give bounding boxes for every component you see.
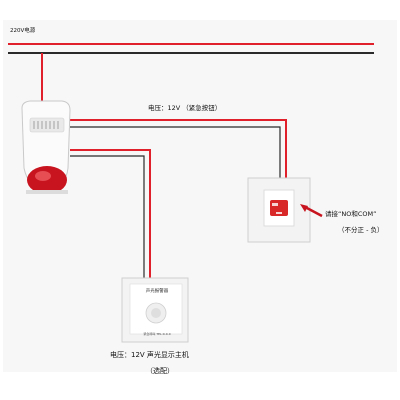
- host-panel-title: 声光报警器: [145, 289, 169, 294]
- pointer-arrow-head: [300, 204, 308, 212]
- siren-button-wire-a: [70, 119, 287, 182]
- emergency-button-icon: [247, 177, 311, 243]
- sound-light-host-icon: [121, 277, 189, 343]
- host-voltage-label: 电压：12V 声光显示主机: [110, 351, 189, 359]
- pointer-arrow: [304, 205, 323, 218]
- power-source-label: 220V电源: [10, 28, 36, 34]
- siren-host-wire-a: [70, 149, 151, 280]
- host-optional-label: （选配）: [146, 367, 174, 375]
- siren-host-wire-b: [70, 155, 145, 280]
- host-panel-small-text: 紧急呼叫 TEL:0-0-0: [143, 332, 171, 336]
- diagram-panel: [3, 20, 397, 372]
- polarity-note-label: （不分正 - 负）: [338, 226, 384, 234]
- siren-button-wire-b: [70, 126, 281, 182]
- wire-note-label: 请接“NO和COM”: [325, 210, 377, 218]
- strobe-siren-icon: [21, 100, 71, 194]
- siren-voltage-label: 电压：12V （紧急按钮）: [148, 104, 222, 112]
